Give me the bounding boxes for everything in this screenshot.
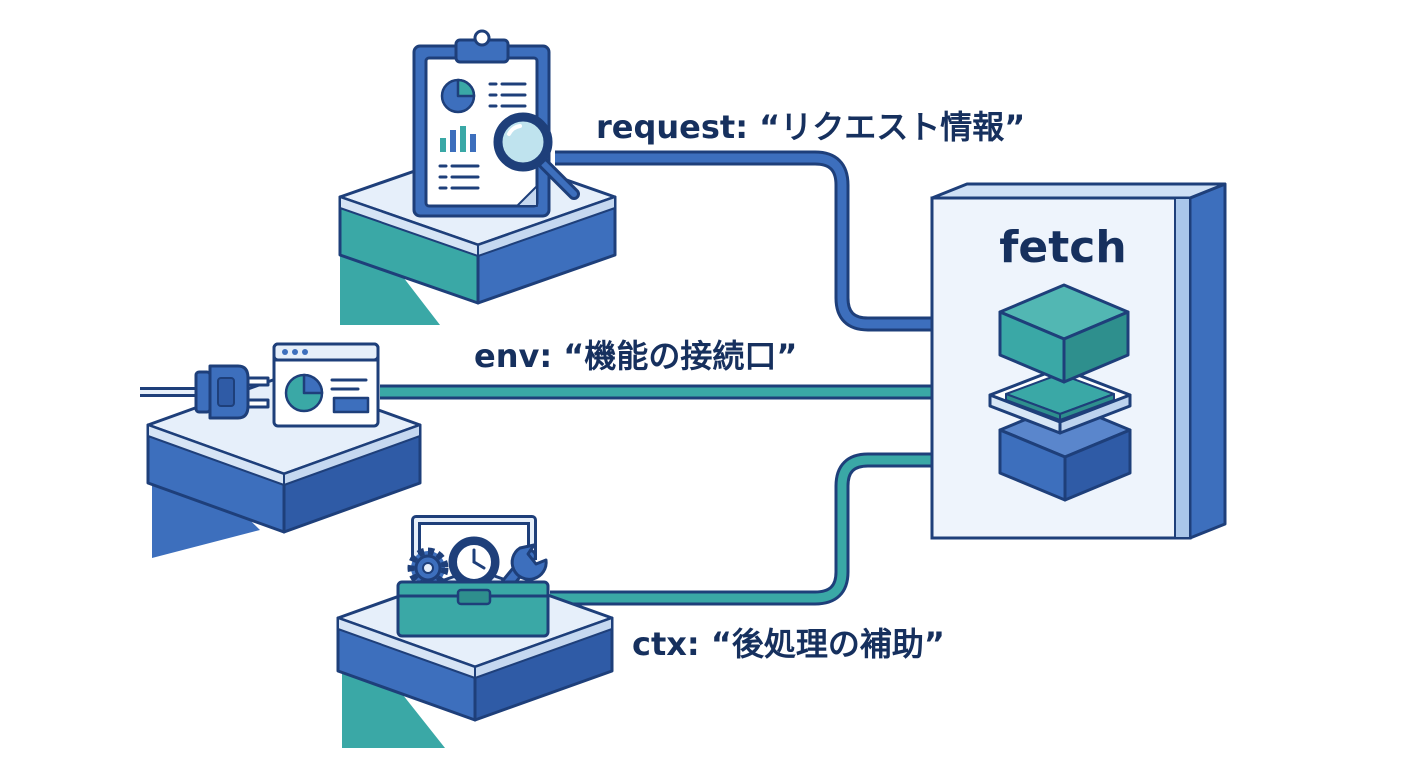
fetch-title: fetch [999, 222, 1126, 273]
toolbox-icon [396, 515, 550, 638]
gear-icon [407, 547, 449, 589]
plug-window-icon [140, 342, 380, 428]
clipboard-magnifier-icon [412, 29, 580, 218]
clock-icon [448, 536, 500, 588]
label-request: request: “リクエスト情報” [596, 108, 1025, 146]
arrow-env [380, 367, 990, 417]
layer-stack-icon [988, 283, 1132, 502]
label-ctx: ctx: “後処理の補助” [632, 625, 945, 663]
label-env: env: “機能の接続口” [474, 337, 797, 375]
arrow-ctx [550, 435, 992, 606]
